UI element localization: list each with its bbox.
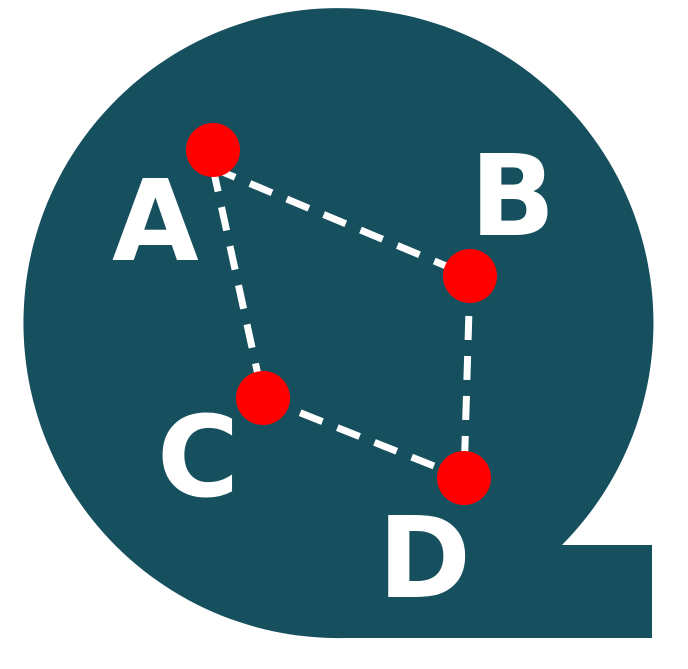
edge-b-d: [460, 275, 474, 479]
edge-c-d: [261, 394, 466, 482]
label-layer: A B C D: [112, 132, 555, 624]
logo-background: [23, 8, 654, 639]
node-label-a: A: [112, 157, 199, 287]
node-c: [236, 371, 290, 425]
node-d: [437, 451, 491, 505]
node-label-c: C: [157, 393, 239, 523]
node-a: [186, 123, 240, 177]
node-b: [443, 249, 497, 303]
node-label-d: D: [378, 494, 471, 624]
node-label-b: B: [470, 132, 555, 262]
node-layer: [186, 123, 497, 505]
edge-layer: [209, 164, 474, 482]
edge-a-b: [211, 164, 472, 280]
